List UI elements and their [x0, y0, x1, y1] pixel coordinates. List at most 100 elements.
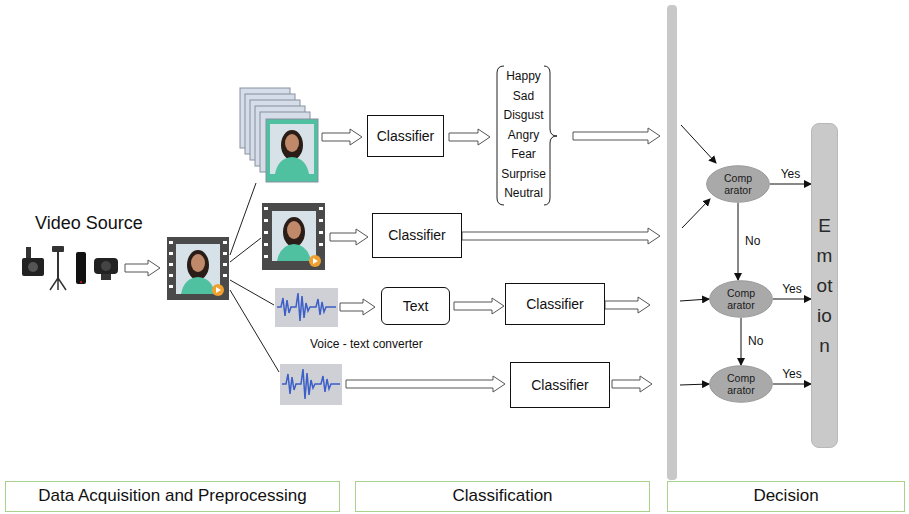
sprocket — [169, 285, 173, 288]
sprocket — [319, 243, 323, 246]
audio-waveform — [275, 288, 338, 327]
hollow-arrow — [346, 376, 505, 392]
edge-label: Yes — [780, 282, 804, 296]
classifier-box: Classifier — [510, 362, 610, 408]
video-clip — [262, 203, 325, 270]
camera-lens — [28, 262, 38, 272]
hollow-arrow-connector — [454, 298, 504, 314]
waveform-ground — [275, 288, 338, 327]
classifier-box: Classifier — [372, 213, 462, 258]
sprocket — [169, 274, 173, 277]
sprocket — [264, 219, 268, 222]
frame-stack — [240, 88, 318, 182]
flow-arrow — [773, 384, 811, 385]
edge-label: No — [743, 234, 762, 248]
node-label: Comp arator — [721, 287, 761, 311]
webcam-icon — [94, 258, 118, 274]
emotion-class: Disgust — [499, 108, 548, 122]
comparator-ellipse: Comp arator — [709, 280, 773, 318]
flow-arrow — [773, 299, 811, 300]
sprocket — [223, 241, 227, 244]
tripod-legs — [50, 278, 66, 290]
sprocket — [264, 255, 268, 258]
ellipse-shape — [707, 166, 770, 202]
classifier-box: Classifier — [505, 283, 605, 325]
ellipse-shape — [710, 281, 773, 317]
list-bracket — [497, 66, 504, 205]
output-title: Emotion — [815, 211, 834, 361]
converter-caption: Voice - text converter — [310, 337, 423, 351]
hollow-arrow — [125, 260, 160, 276]
node-label: Classifier — [526, 296, 584, 313]
feed-arrow — [681, 125, 716, 163]
source-title: Video Source — [35, 213, 143, 235]
waveform-line — [277, 293, 336, 321]
emotion-class: Neutral — [499, 186, 548, 200]
play-triangle — [313, 258, 318, 264]
sprocket — [169, 252, 173, 255]
film-strip — [167, 237, 229, 300]
stage-title: Data Acquisition and Preprocessing — [38, 486, 306, 506]
tripod-icon — [57, 250, 59, 278]
video-frame — [272, 211, 316, 261]
camera-mic — [26, 247, 31, 258]
node-label: Classifier — [531, 377, 589, 394]
video-thumbnail — [167, 237, 229, 300]
tripod-head — [52, 246, 64, 252]
sprocket — [319, 219, 323, 222]
webcam-lens — [101, 261, 111, 271]
edge-label: Yes — [780, 367, 804, 381]
sprocket — [264, 243, 268, 246]
frame — [266, 119, 318, 182]
hollow-arrow — [612, 376, 652, 392]
hollow-arrow — [573, 128, 660, 144]
output-bar: Emotion — [811, 123, 838, 448]
audio-waveform — [280, 364, 342, 405]
feed-arrows — [680, 125, 716, 385]
hollow-arrow — [462, 228, 660, 244]
node-label: Text — [403, 298, 429, 315]
device-icons — [22, 246, 118, 290]
emotion-class: Surprise — [499, 167, 548, 181]
phone-dot — [80, 281, 82, 283]
node-label: Classifier — [388, 227, 446, 244]
edge-label: No — [746, 334, 765, 348]
stage-band: Data Acquisition and Preprocessing — [5, 481, 340, 512]
hollow-arrow — [330, 229, 368, 245]
flow-arrow — [738, 203, 739, 280]
feed-arrow — [680, 384, 709, 385]
emotion-class: Happy — [499, 69, 548, 83]
play-triangle — [216, 287, 221, 293]
play-button — [309, 255, 321, 267]
edge-label: Yes — [779, 167, 803, 181]
sprocket — [264, 231, 268, 234]
divider-bar — [667, 5, 677, 480]
feed-arrow — [680, 299, 709, 301]
sprocket — [223, 274, 227, 277]
sprocket — [169, 241, 173, 244]
node-label: Comp arator — [718, 172, 758, 196]
play-button — [212, 284, 224, 296]
sprocket — [264, 207, 268, 210]
webcam-stand — [101, 274, 111, 280]
waveform-ground — [280, 364, 342, 405]
comparator-ellipse: Comp arator — [706, 165, 770, 203]
sprocket — [223, 252, 227, 255]
stage-title: Decision — [753, 486, 818, 506]
sprocket — [319, 207, 323, 210]
emotion-class: Sad — [499, 89, 548, 103]
sprocket — [319, 231, 323, 234]
hollow-arrow — [322, 129, 362, 145]
feed-arrow — [682, 199, 710, 228]
front-frame — [270, 124, 314, 174]
flow-arrow — [741, 318, 742, 365]
classifier-box: Classifier — [367, 115, 444, 157]
stage-band: Decision — [667, 481, 905, 512]
branch-line — [230, 238, 261, 262]
emotion-class: Angry — [499, 128, 548, 142]
comparator-ellipse: Comp arator — [709, 365, 773, 403]
hollow-arrow — [449, 129, 490, 145]
stage-title: Classification — [452, 486, 552, 506]
